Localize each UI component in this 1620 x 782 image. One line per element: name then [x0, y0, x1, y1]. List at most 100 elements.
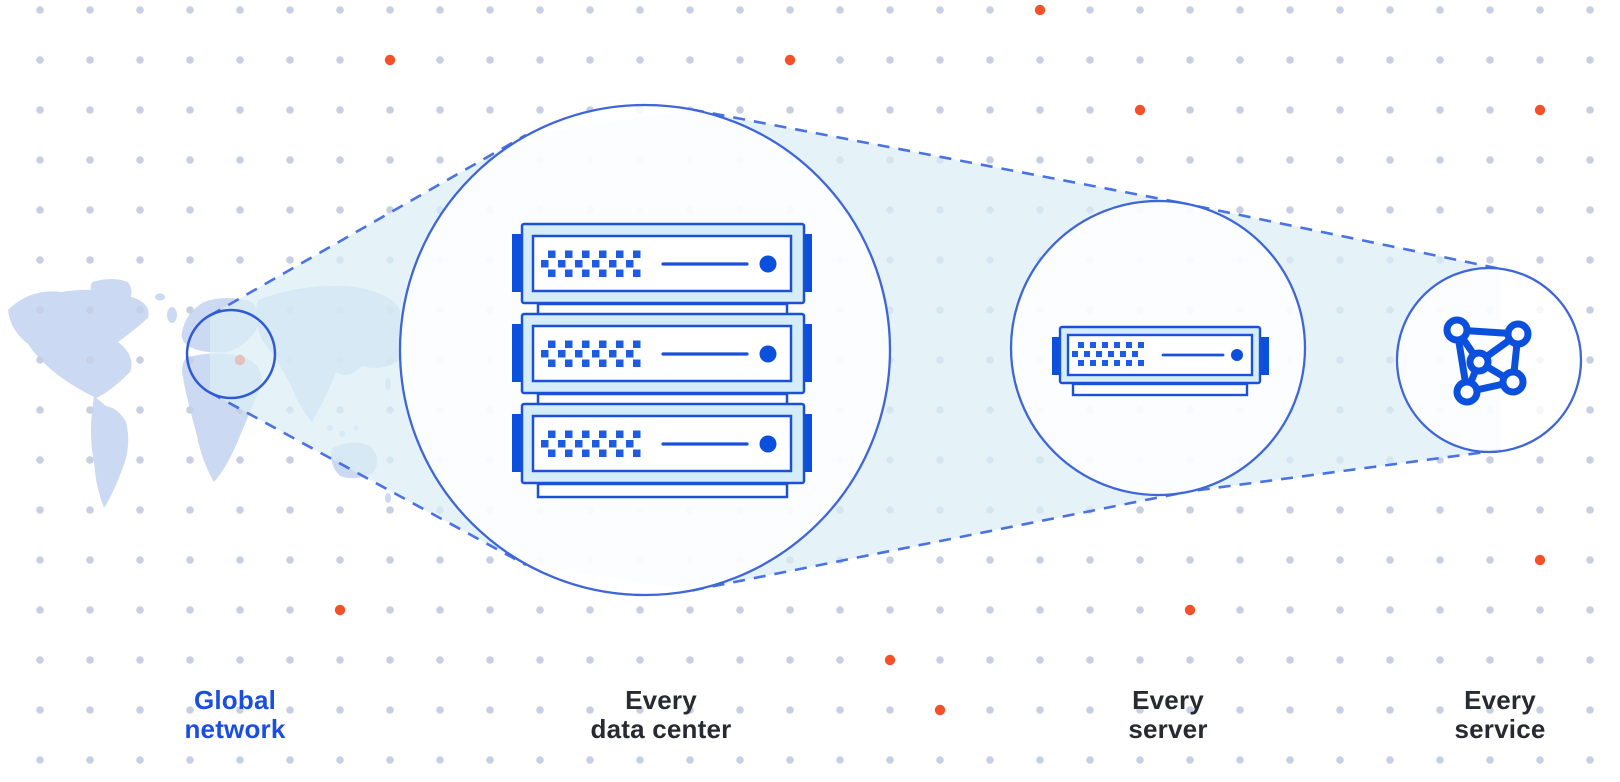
stage-circle-global-network: [185, 308, 277, 400]
server-unit: [510, 312, 814, 409]
grid-dot: [86, 356, 94, 364]
grid-dot: [36, 556, 44, 564]
grid-dot: [736, 106, 744, 114]
grid-dot: [1336, 656, 1344, 664]
grid-dot: [686, 756, 694, 764]
grid-dot: [1036, 106, 1044, 114]
island-uk: [167, 307, 177, 323]
grid-dot: [86, 606, 94, 614]
dashed-tangent-line: [209, 391, 527, 567]
label-line: Global: [193, 685, 277, 715]
grid-dot: [1036, 606, 1044, 614]
label-line: Every: [1464, 685, 1536, 715]
grid-dot: [986, 556, 994, 564]
grid-dot: [236, 756, 244, 764]
grid-dot: [1436, 756, 1444, 764]
accent-dot: [934, 704, 946, 716]
grid-dot: [186, 706, 194, 714]
grid-dot: [436, 106, 444, 114]
grid-dot: [386, 106, 394, 114]
grid-dot: [1486, 556, 1494, 564]
grid-dot: [1436, 606, 1444, 614]
grid-dot: [1386, 606, 1394, 614]
grid-dot: [1586, 756, 1594, 764]
grid-dot: [336, 106, 344, 114]
grid-dot: [336, 756, 344, 764]
grid-dot: [836, 6, 844, 14]
grid-dot: [1336, 206, 1344, 214]
grid-dot: [136, 706, 144, 714]
grid-dot: [136, 606, 144, 614]
grid-dot: [1436, 206, 1444, 214]
grid-dot: [1286, 756, 1294, 764]
grid-dot: [536, 706, 544, 714]
grid-dot: [1036, 756, 1044, 764]
accent-dot: [334, 604, 346, 616]
label-every-server: Every server: [1128, 686, 1207, 744]
grid-dot: [186, 406, 194, 414]
grid-dot: [1536, 656, 1544, 664]
grid-dot: [86, 506, 94, 514]
grid-dot: [986, 56, 994, 64]
grid-dot: [786, 106, 794, 114]
grid-dot: [1186, 6, 1194, 14]
grid-dot: [1336, 556, 1344, 564]
grid-dot: [86, 556, 94, 564]
grid-dot: [636, 56, 644, 64]
label-global-network: Global network: [184, 686, 285, 744]
grid-dot: [1586, 6, 1594, 14]
grid-dot: [1036, 56, 1044, 64]
grid-dot: [136, 756, 144, 764]
grid-dot: [1236, 6, 1244, 14]
grid-dot: [1286, 606, 1294, 614]
grid-dot: [36, 106, 44, 114]
grid-dot: [1586, 656, 1594, 664]
grid-dot: [386, 506, 394, 514]
grid-dot: [136, 106, 144, 114]
grid-dot: [886, 556, 894, 564]
grid-dot: [786, 656, 794, 664]
grid-dot: [236, 706, 244, 714]
grid-dot: [586, 606, 594, 614]
grid-dot: [936, 606, 944, 614]
grid-dot: [1186, 156, 1194, 164]
server-rack-icon: [510, 222, 814, 499]
grid-dot: [386, 556, 394, 564]
grid-dot: [1486, 206, 1494, 214]
grid-dot: [1536, 456, 1544, 464]
grid-dot: [1236, 106, 1244, 114]
grid-dot: [1286, 56, 1294, 64]
grid-dot: [1486, 756, 1494, 764]
grid-dot: [136, 506, 144, 514]
grid-dot: [1086, 656, 1094, 664]
grid-dot: [336, 56, 344, 64]
grid-dot: [236, 156, 244, 164]
grid-dot: [386, 156, 394, 164]
grid-dot: [1086, 56, 1094, 64]
grid-dot: [386, 6, 394, 14]
grid-dot: [36, 156, 44, 164]
grid-dot: [686, 656, 694, 664]
grid-dot: [1536, 6, 1544, 14]
label-line: network: [184, 714, 286, 744]
grid-dot: [1386, 506, 1394, 514]
grid-dot: [1486, 656, 1494, 664]
grid-dot: [436, 756, 444, 764]
grid-dot: [686, 706, 694, 714]
grid-dot: [1486, 6, 1494, 14]
grid-dot: [36, 456, 44, 464]
grid-dot: [86, 56, 94, 64]
grid-dot: [936, 556, 944, 564]
grid-dot: [1536, 506, 1544, 514]
grid-dot: [436, 606, 444, 614]
grid-dot: [236, 456, 244, 464]
grid-dot: [1386, 6, 1394, 14]
grid-dot: [1236, 706, 1244, 714]
grid-dot: [736, 56, 744, 64]
grid-dot: [286, 456, 294, 464]
grid-dot: [1486, 106, 1494, 114]
grid-dot: [286, 706, 294, 714]
grid-dot: [1286, 506, 1294, 514]
grid-dot: [1486, 606, 1494, 614]
